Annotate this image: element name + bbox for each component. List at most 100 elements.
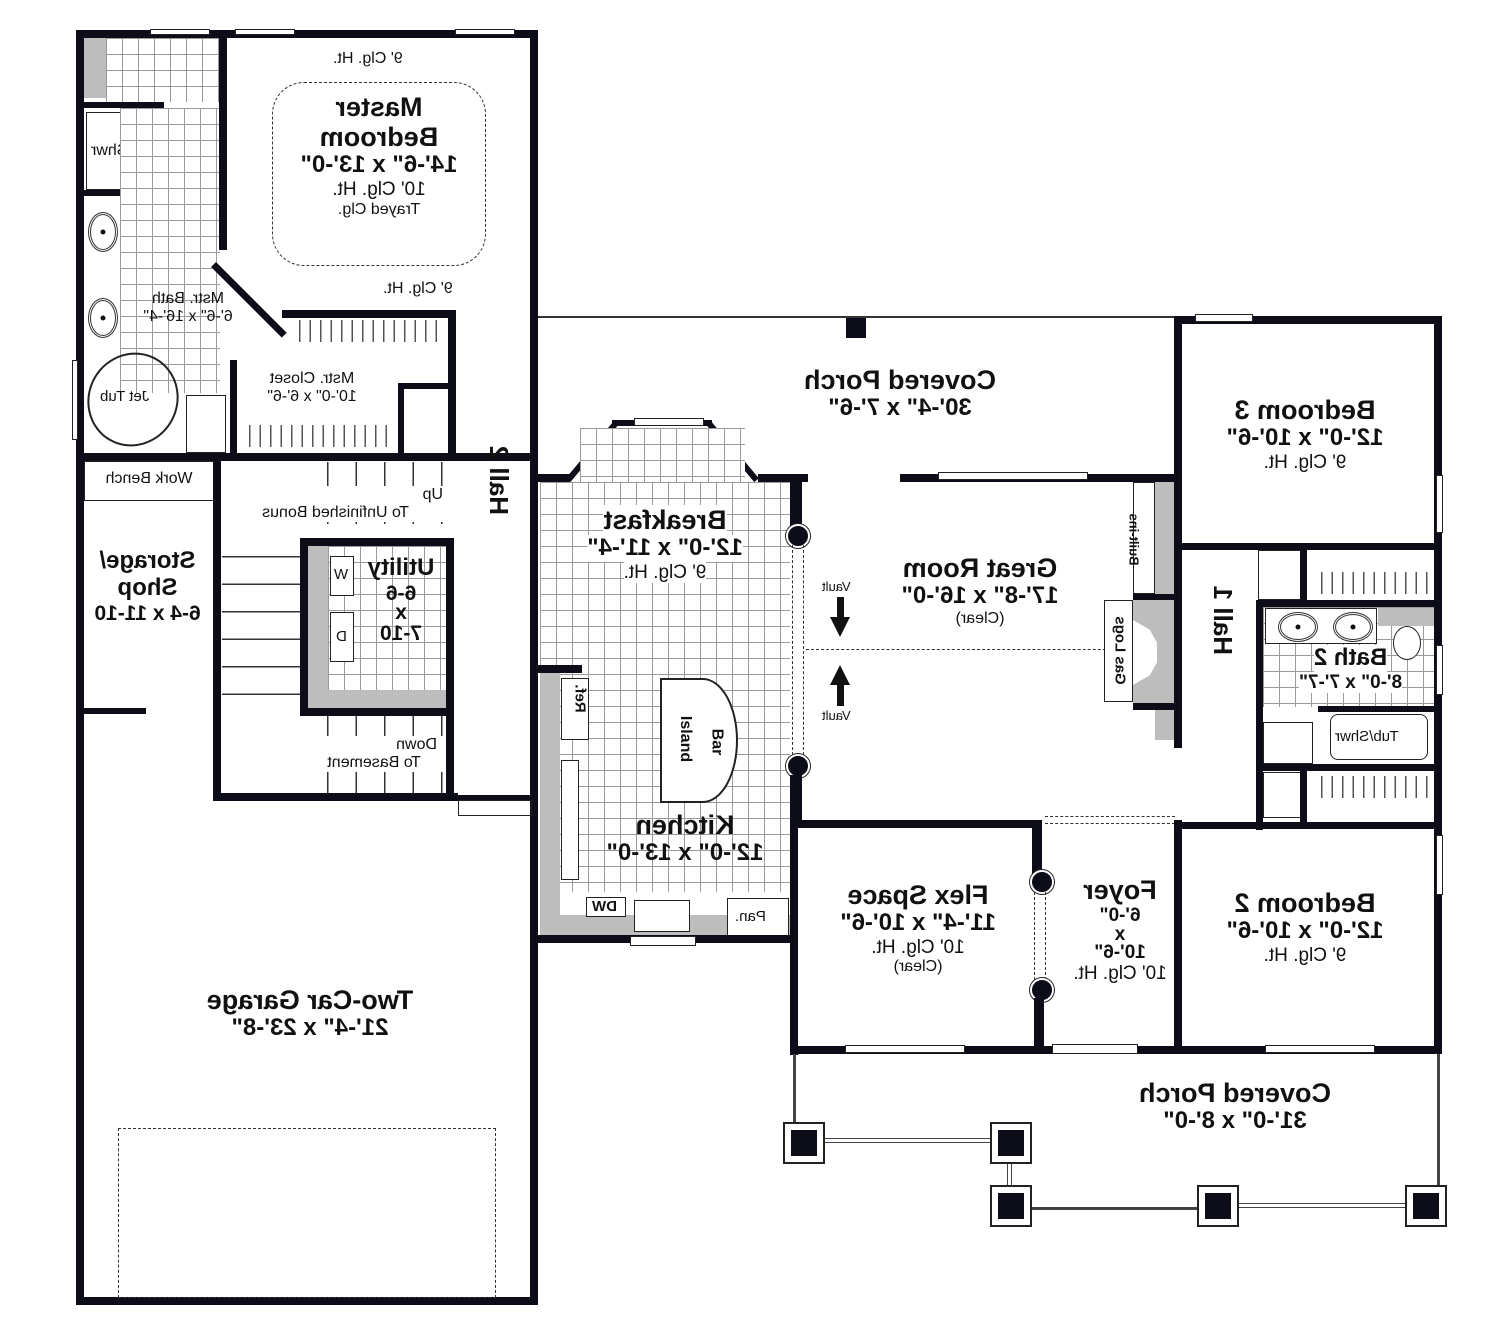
porch-rail: [823, 1138, 991, 1143]
master-bath-label: Mstr. Bath 6'-6" x 16'-4": [143, 290, 233, 325]
linen-closet: [1263, 772, 1305, 818]
window: [1436, 835, 1443, 895]
dishwasher-label: DW: [592, 898, 617, 915]
porch-post: [990, 1122, 1032, 1164]
window: [150, 29, 210, 35]
wall-right-left-wing: [530, 30, 538, 1305]
wall-left-outer: [76, 30, 84, 1305]
master-closet-label: Mstr. Closet 10'-0" x 6'-6": [267, 370, 357, 405]
vault-arrow-up-icon: [837, 684, 844, 706]
porch-post: [1405, 1185, 1447, 1227]
wall-top-left: [76, 30, 538, 38]
master-bath-tile: [106, 38, 220, 102]
wall: [300, 708, 450, 716]
window: [938, 472, 1088, 480]
porch-rail: [793, 1054, 796, 1126]
closet-rod: [240, 425, 390, 447]
linen-closet: [186, 395, 226, 453]
closet-rod: [1312, 776, 1430, 798]
bar-label: Bar: [708, 728, 726, 756]
refrigerator-label: Ref.: [571, 684, 589, 713]
porch-post: [783, 1122, 825, 1164]
stairs-main: [222, 530, 300, 710]
window: [455, 29, 515, 35]
wall: [1174, 316, 1182, 748]
wall: [84, 102, 164, 108]
wall: [456, 795, 536, 801]
hall-1-label: Hall 1: [1208, 585, 1238, 655]
bedroom-3-label: Bedroom 3 12'-0" x 10'-6" 9' Clg. Ht.: [1226, 395, 1384, 474]
garage-door-outline: [118, 1128, 496, 1298]
wall: [76, 708, 146, 714]
great-room-label: Great Room 17'-8" x 16'-0" (Clear): [901, 553, 1059, 628]
wall: [1258, 600, 1434, 607]
porch-rail: [1437, 1054, 1440, 1188]
island-label: Island: [677, 715, 695, 763]
window: [72, 360, 78, 440]
toilet-alcove: [84, 38, 106, 98]
wall: [1258, 764, 1434, 771]
porch-post: [1197, 1185, 1239, 1227]
wall: [538, 474, 570, 482]
wall: [230, 360, 237, 455]
tub-shower: [1330, 714, 1428, 760]
opening-line: [1034, 892, 1046, 980]
opening-line: [1045, 816, 1175, 824]
dishwasher: [586, 897, 626, 917]
wall: [213, 461, 221, 801]
wall: [1032, 820, 1042, 878]
vault-arrow-down-icon: [837, 597, 844, 619]
master-bath-tile: [120, 108, 220, 393]
wall: [213, 793, 458, 801]
garage-label: Two-Car Garage 21'-4" x 23'-8": [206, 985, 414, 1042]
wall: [76, 453, 536, 461]
built-ins-shade: [1155, 710, 1175, 740]
utility-counter: [308, 546, 328, 706]
gas-logs: [1104, 600, 1133, 702]
porch-post: [990, 1185, 1032, 1227]
porch-rail: [1032, 1207, 1198, 1210]
wall: [219, 30, 227, 250]
wall: [790, 820, 1040, 828]
kitchen-counter: [540, 673, 560, 935]
porch-rail: [1238, 1203, 1406, 1208]
washer-label: W: [334, 566, 349, 583]
closet-rod: [290, 320, 440, 342]
bedroom-2-label: Bedroom 2 12'-0" x 10'-6" 9' Clg. Ht.: [1226, 888, 1384, 967]
lavatory-sink-icon: [1333, 612, 1373, 642]
washer: [330, 556, 354, 596]
breakfast-label: Breakfast 12'-0" x 11'-4" 9' Clg. Ht.: [587, 505, 743, 584]
vault-arrow-down-icon: [830, 617, 850, 637]
ceiling-height-note: 9' Clg. Ht.: [383, 280, 453, 297]
dryer: [330, 612, 354, 662]
wall: [300, 538, 308, 713]
built-ins-label: Built-ins: [1126, 513, 1142, 566]
wall: [1318, 706, 1434, 712]
front-door[interactable]: [1052, 1044, 1138, 1054]
window: [1436, 645, 1443, 695]
wall: [1300, 550, 1307, 605]
wall: [1174, 820, 1182, 1054]
wall-garage-bottom: [76, 1297, 538, 1305]
wall: [446, 538, 454, 798]
window: [1265, 1045, 1375, 1053]
trayed-ceiling-outline: [272, 82, 486, 266]
work-bench: [84, 461, 216, 501]
breakfast-bay-tile: [580, 428, 745, 482]
kitchen-label: Kitchen 12'-0" x 13'-0": [606, 810, 764, 867]
wall: [1174, 316, 1442, 324]
utility-counter: [308, 690, 448, 708]
opening-line: [792, 545, 804, 755]
wall: [448, 310, 456, 453]
ceiling-height-note: 9' Clg. Ht.: [333, 50, 403, 67]
utility-label: Utility 6-6 x 7-10: [367, 554, 435, 646]
rear-porch-outline: [538, 316, 1178, 318]
wall: [790, 474, 802, 534]
storage-shop-label: Storage/ Shop 6-4 x 11-10: [94, 547, 201, 625]
hall-2-label: Hall 2: [484, 445, 514, 515]
wall: [1182, 543, 1434, 550]
pantry-label: Pan.: [735, 908, 766, 925]
foyer-label: Foyer 6'-0" x 10'-6" 10' Clg. Ht.: [1073, 875, 1167, 984]
wall: [790, 775, 802, 825]
